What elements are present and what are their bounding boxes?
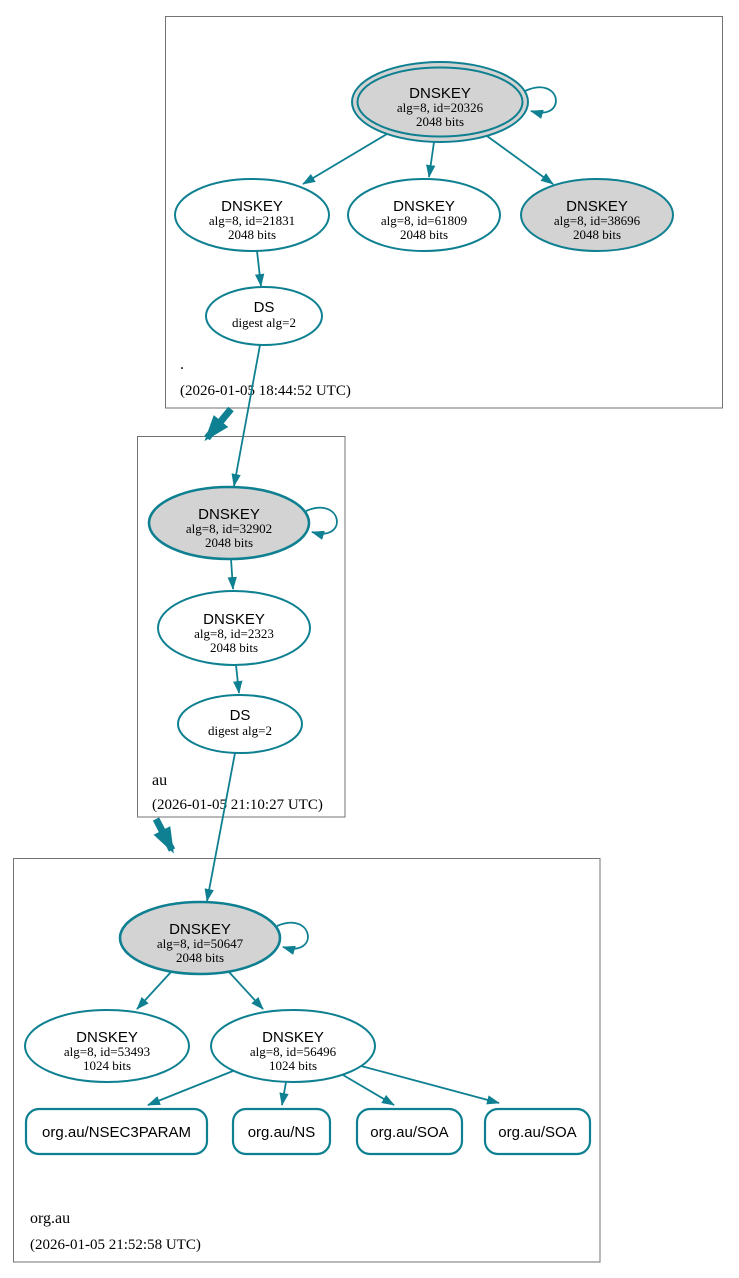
node-root-ksk-20326: DNSKEY alg=8, id=20326 2048 bits <box>351 61 529 143</box>
node-alg: alg=8, id=2323 <box>194 626 274 641</box>
node-alg: alg=8, id=32902 <box>186 521 272 536</box>
node-orgau-dnskey-53493: DNSKEY alg=8, id=53493 1024 bits <box>24 1009 190 1083</box>
edge-selfsign-root-ksk <box>524 86 557 119</box>
edge-selfsign-orgau-ksk <box>276 921 309 955</box>
node-au-ksk-32902: DNSKEY alg=8, id=32902 2048 bits <box>147 485 311 561</box>
node-title: DNSKEY <box>409 85 471 102</box>
rrset-label: org.au/NS <box>248 1124 316 1141</box>
node-root-dnskey-38696: DNSKEY alg=8, id=38696 2048 bits <box>520 178 674 252</box>
rrset-label: org.au/SOA <box>498 1124 576 1141</box>
edge-delegation-root-to-au <box>204 406 234 442</box>
edge-56496-to-soa1 <box>342 1074 395 1106</box>
node-digest: digest alg=2 <box>208 723 272 738</box>
zone-label-au: au <box>152 772 167 789</box>
node-alg: alg=8, id=61809 <box>381 213 467 228</box>
node-title: DNSKEY <box>203 611 265 628</box>
zone-timestamp-au: (2026-01-05 21:10:27 UTC) <box>152 797 323 813</box>
rrset-label: org.au/SOA <box>370 1124 448 1141</box>
node-au-dnskey-2323: DNSKEY alg=8, id=2323 2048 bits <box>157 590 311 666</box>
node-title: DNSKEY <box>262 1029 324 1046</box>
node-bits: 2048 bits <box>176 950 224 965</box>
node-title: DNSKEY <box>169 921 231 938</box>
edge-orgau-ksk-to-53493 <box>136 971 172 1010</box>
node-root-ds: DS digest alg=2 <box>205 286 323 346</box>
zone-label-orgau: org.au <box>30 1210 70 1227</box>
node-title: DNSKEY <box>393 198 455 215</box>
edge-56496-to-nsec3param <box>147 1070 234 1106</box>
node-bits: 2048 bits <box>400 227 448 242</box>
node-title: DNSKEY <box>76 1029 138 1046</box>
edge-2323-to-ds <box>233 664 243 694</box>
edge-56496-to-soa2 <box>360 1065 500 1105</box>
edge-au-ksk-to-2323 <box>227 558 237 590</box>
node-root-dnskey-21831: DNSKEY alg=8, id=21831 2048 bits <box>174 178 330 252</box>
node-bits: 1024 bits <box>83 1058 131 1073</box>
node-alg: alg=8, id=50647 <box>157 936 244 951</box>
edge-56496-to-ns <box>279 1081 289 1106</box>
node-rrset-soa-2: org.au/SOA <box>483 1107 592 1156</box>
node-rrset-ns: org.au/NS <box>231 1107 332 1156</box>
zone-timestamp-orgau: (2026-01-05 21:52:58 UTC) <box>30 1237 201 1253</box>
zone-box-au <box>137 436 346 818</box>
edge-root-ksk-to-38696 <box>486 135 554 185</box>
node-title: DNSKEY <box>221 198 283 215</box>
node-title: DNSKEY <box>198 506 260 523</box>
node-au-ds: DS digest alg=2 <box>177 694 303 754</box>
zone-label-root: . <box>180 356 184 373</box>
node-orgau-dnskey-56496: DNSKEY alg=8, id=56496 1024 bits <box>210 1009 376 1083</box>
node-orgau-ksk-50647: DNSKEY alg=8, id=50647 2048 bits <box>118 900 282 976</box>
node-bits: 1024 bits <box>269 1058 317 1073</box>
zone-box-root <box>165 16 723 409</box>
edge-au-ds-to-orgau-ksk <box>204 752 236 902</box>
node-alg: alg=8, id=20326 <box>397 100 484 115</box>
node-rrset-soa-1: org.au/SOA <box>355 1107 464 1156</box>
node-digest: digest alg=2 <box>232 315 296 330</box>
edge-delegation-au-to-orgau <box>152 817 176 854</box>
node-alg: alg=8, id=21831 <box>209 213 295 228</box>
node-title: DS <box>254 299 275 316</box>
node-bits: 2048 bits <box>210 640 258 655</box>
node-bits: 2048 bits <box>416 114 464 129</box>
edge-root-ksk-to-61809 <box>426 141 436 178</box>
edge-root-ksk-to-21831 <box>302 133 388 185</box>
node-bits: 2048 bits <box>205 535 253 550</box>
node-alg: alg=8, id=53493 <box>64 1044 150 1059</box>
node-alg: alg=8, id=38696 <box>554 213 641 228</box>
node-rrset-nsec3param: org.au/NSEC3PARAM <box>24 1107 209 1156</box>
zone-timestamp-root: (2026-01-05 18:44:52 UTC) <box>180 383 351 399</box>
node-title: DNSKEY <box>566 198 628 215</box>
node-title: DS <box>230 707 251 724</box>
zone-box-orgau <box>13 858 601 1263</box>
edge-21831-to-ds <box>254 250 265 287</box>
node-bits: 2048 bits <box>228 227 276 242</box>
edge-root-ds-to-au-ksk <box>231 344 261 487</box>
edge-selfsign-au-ksk <box>305 506 338 540</box>
node-root-dnskey-61809: DNSKEY alg=8, id=61809 2048 bits <box>347 178 501 252</box>
node-alg: alg=8, id=56496 <box>250 1044 337 1059</box>
edge-orgau-ksk-to-56496 <box>228 971 264 1010</box>
rrset-label: org.au/NSEC3PARAM <box>42 1124 191 1141</box>
node-bits: 2048 bits <box>573 227 621 242</box>
